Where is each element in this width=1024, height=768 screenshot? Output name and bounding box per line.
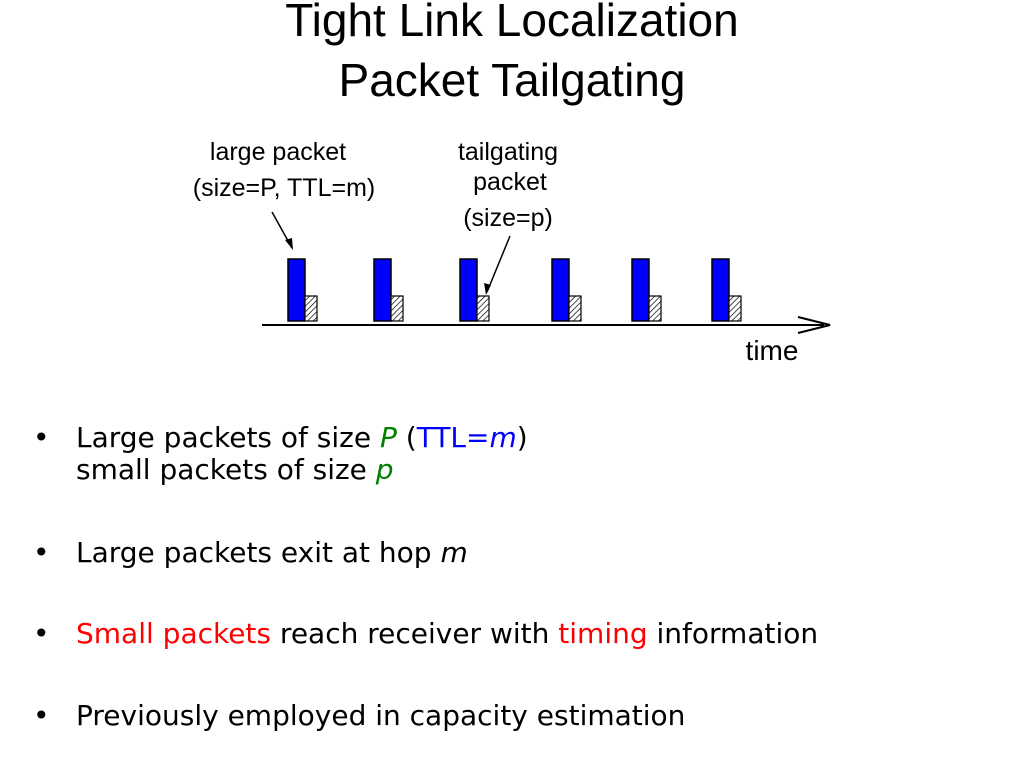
bullet-4-text: Previously employed in capacity estimati… [76,699,686,732]
tailgating-packet [390,295,404,322]
small-packets-highlight: Small packets [76,617,272,650]
bullet-1-prefix: Large packets of size [76,421,380,454]
small-size-symbol: p [375,453,394,486]
tailgating-pointer-head [484,283,491,295]
ttl-label: TTL= [416,421,490,454]
tailgating-packet [728,295,742,322]
bullet-marker: • [33,536,50,569]
bullet-1-line-2-prefix: small packets of size [76,453,376,486]
large-size-symbol: P [380,421,397,454]
tailgating-diagram: large packet (size=P, TTL=m) tailgating … [193,138,831,366]
hop-symbol: m [440,536,468,569]
bullet-3-middle: reach receiver with [271,617,559,650]
bullet-1-close: ) [516,421,528,454]
bullet-marker: • [33,699,50,732]
bullet-2-prefix: Large packets exit at hop [76,536,441,569]
tailgating-packet [304,295,318,322]
large-packet [631,258,650,322]
large-packet-size-label: (size=P, TTL=m) [193,174,375,202]
large-packet-label: large packet [210,138,346,166]
bullet-1-line-2: small packets of size p [76,454,394,486]
slide-title-line-2: Packet Tailgating [338,54,686,106]
tailgating-label: tailgating [458,138,558,166]
bullet-marker: • [33,421,50,454]
bullet-2-text: Large packets exit at hop m [76,537,468,569]
large-packet [287,258,306,322]
large-packet [459,258,478,322]
time-axis-arrowhead [797,316,831,334]
bullet-1-text: Large packets of size P (TTL=m) [76,422,528,454]
large-packet [711,258,730,322]
tailgating-pointer [486,235,511,293]
bullet-1-open: ( [396,421,417,454]
packet-train [287,258,742,322]
ttl-symbol: m [489,421,517,454]
timing-highlight: timing [558,617,648,650]
slide-title-line-1: Tight Link Localization [285,0,739,46]
bullet-3-text: Small packets reach receiver with timing… [76,618,818,650]
large-packet-pointer-head [285,238,293,250]
large-packet [551,258,570,322]
tailgating-packet [648,295,662,322]
large-packet [373,258,392,322]
time-axis-label: time [746,335,799,366]
tailgating-packet [476,295,490,322]
bullet-marker: • [33,617,50,650]
tailgating-packet-label: packet [473,168,547,196]
bullet-3-end: information [647,617,819,650]
tailgating-packet [568,295,582,322]
tailgating-size-label: (size=p) [463,204,553,232]
